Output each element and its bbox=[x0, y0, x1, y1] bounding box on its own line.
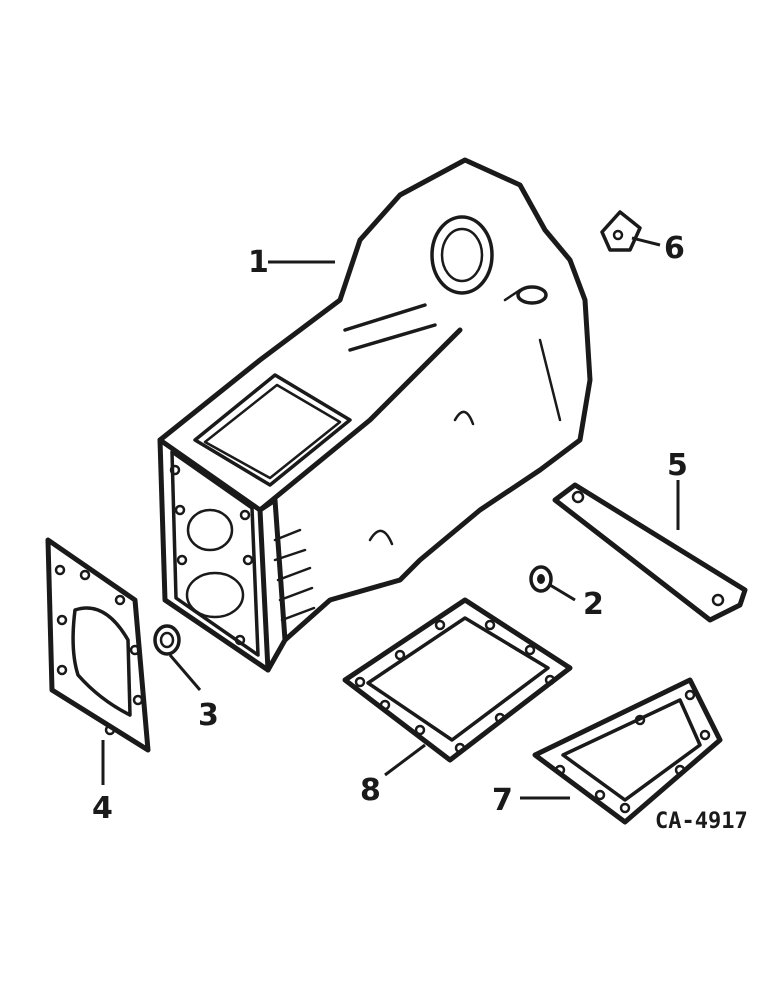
gasket-part-4 bbox=[45, 537, 151, 753]
gasket-part-8 bbox=[342, 597, 573, 763]
leader-2 bbox=[549, 583, 576, 602]
housing-part-1 bbox=[157, 157, 593, 673]
callout-1: 1 bbox=[248, 245, 269, 280]
callout-2: 2 bbox=[583, 587, 604, 622]
callout-6: 6 bbox=[664, 231, 685, 266]
leader-6 bbox=[631, 236, 661, 247]
gasket-part-7 bbox=[532, 677, 723, 825]
figure-code: CA-4917 bbox=[655, 809, 748, 834]
leader-3 bbox=[168, 654, 202, 691]
bracket-part-6 bbox=[600, 210, 642, 252]
callout-4: 4 bbox=[92, 791, 113, 826]
leader-8 bbox=[384, 743, 426, 777]
callout-7: 7 bbox=[492, 783, 513, 818]
callout-3: 3 bbox=[198, 698, 219, 733]
callout-5: 5 bbox=[667, 448, 688, 483]
callout-8: 8 bbox=[360, 773, 381, 808]
plate-part-5 bbox=[552, 482, 748, 623]
seal-part-3 bbox=[153, 624, 181, 656]
plug-part-2 bbox=[529, 565, 553, 593]
